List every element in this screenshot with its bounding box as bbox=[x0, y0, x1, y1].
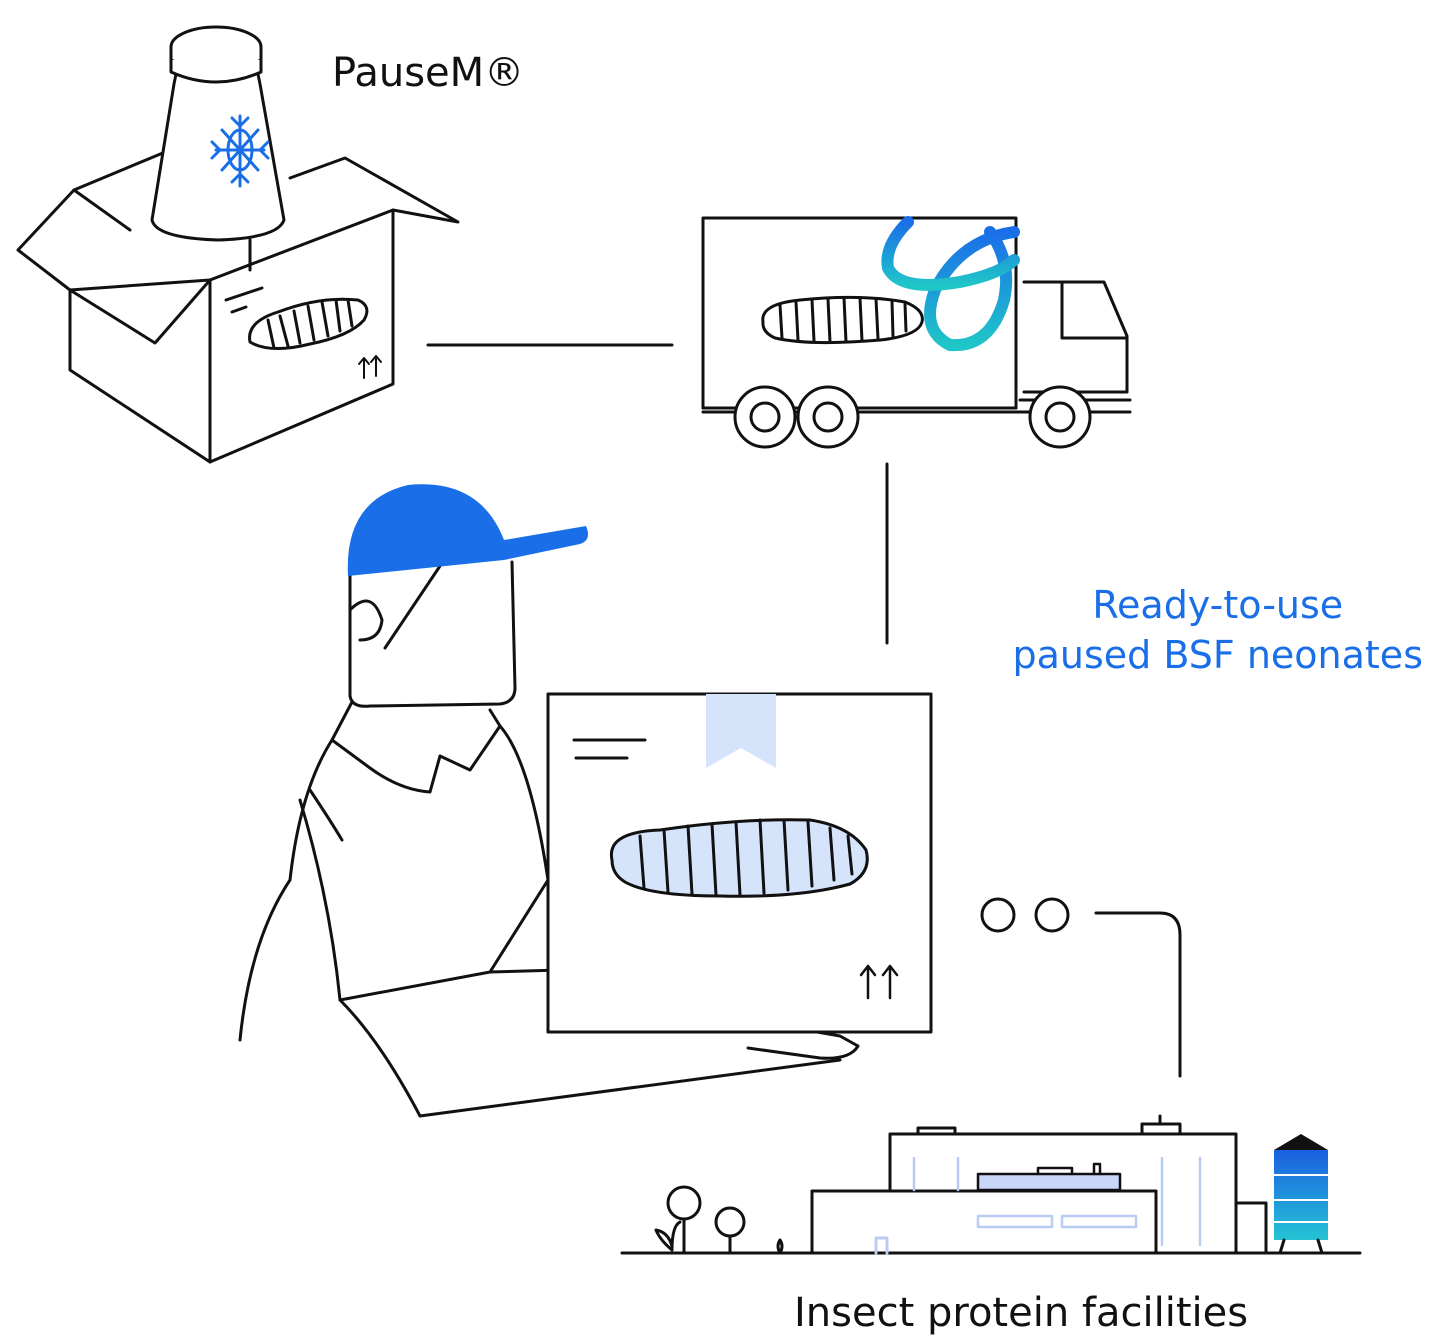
connector-to-facility bbox=[980, 897, 1182, 1078]
this-side-up-icon bbox=[358, 355, 382, 379]
larva-on-truck bbox=[761, 295, 924, 345]
facility-label: Insect protein facilities bbox=[794, 1290, 1249, 1336]
product-name-label: PauseM® bbox=[332, 50, 525, 96]
blue-cap bbox=[347, 484, 588, 576]
larva-on-package bbox=[609, 818, 869, 898]
output-description-label: Ready-to-use paused BSF neonates bbox=[1013, 580, 1424, 680]
insect-protein-facility bbox=[620, 1114, 1362, 1255]
snowflake-fly-icon bbox=[210, 114, 270, 188]
water-tank bbox=[1273, 1134, 1329, 1255]
output-line-2: paused BSF neonates bbox=[1012, 633, 1424, 677]
carried-package bbox=[546, 692, 933, 1034]
output-line-1: Ready-to-use bbox=[1092, 583, 1344, 627]
pausem-bottle bbox=[150, 25, 286, 242]
larva-on-box bbox=[248, 297, 369, 350]
delivery-truck bbox=[701, 216, 1132, 449]
brand-swirl-logo bbox=[881, 216, 1020, 352]
this-side-up-icon bbox=[859, 964, 899, 1000]
